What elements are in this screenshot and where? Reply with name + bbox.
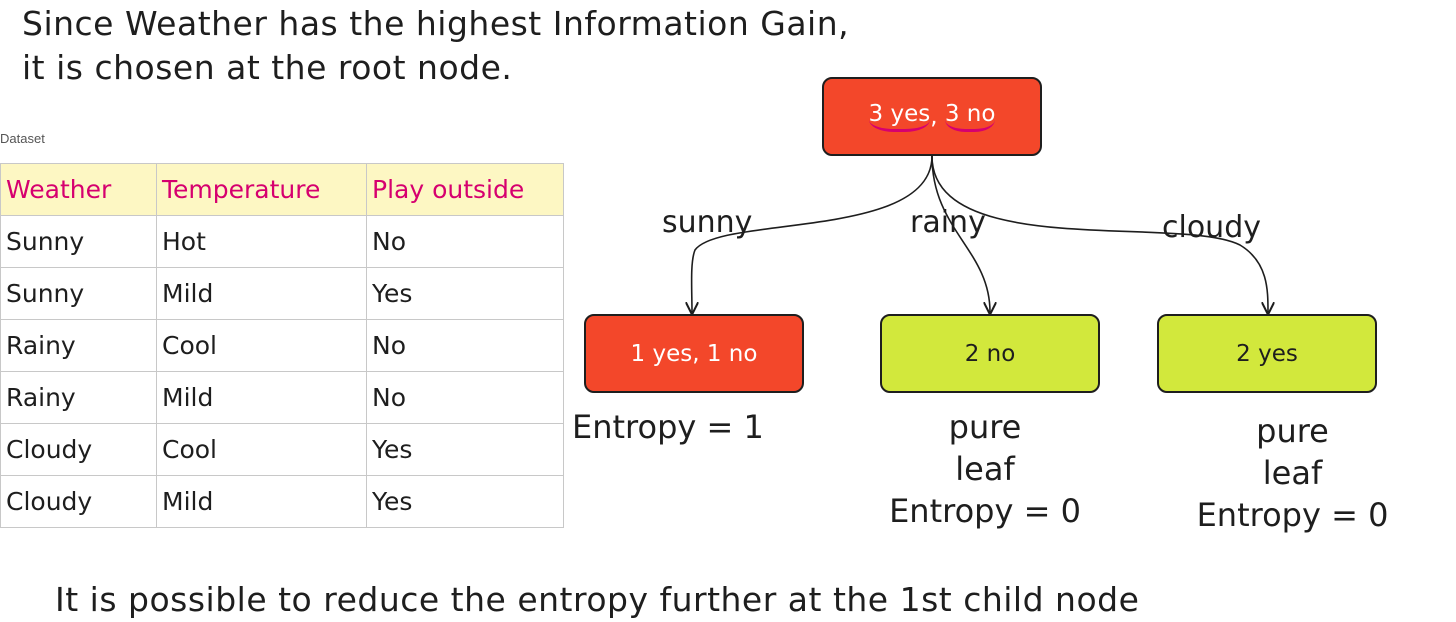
table-header-row: Weather Temperature Play outside xyxy=(0,163,564,216)
cell-play-outside: No xyxy=(366,215,564,268)
cell-weather: Cloudy xyxy=(0,475,157,528)
intro-line-1: Since Weather has the highest Informatio… xyxy=(22,4,850,43)
edge-cloudy xyxy=(931,155,1268,312)
edge-label-rainy: rainy xyxy=(910,205,986,240)
cell-weather: Sunny xyxy=(0,215,157,268)
cell-weather: Rainy xyxy=(0,319,157,372)
table-row: Sunny Hot No xyxy=(0,215,564,268)
cell-play-outside: No xyxy=(366,319,564,372)
right-entropy-text: Entropy = 0 xyxy=(1196,496,1389,534)
note-middle: pure leaf Entropy = 0 xyxy=(875,406,1095,532)
cell-temperature: Mild xyxy=(156,475,367,528)
cell-weather: Cloudy xyxy=(0,423,157,476)
child-node-sunny: 1 yes, 1 no xyxy=(584,314,804,393)
middle-entropy-text: Entropy = 0 xyxy=(889,492,1081,530)
child-node-cloudy: 2 yes xyxy=(1157,314,1377,393)
child-cloudy-label: 2 yes xyxy=(1236,340,1298,367)
cell-temperature: Mild xyxy=(156,371,367,424)
entropy-left: Entropy = 1 xyxy=(572,408,764,446)
intro-text: Since Weather has the highest Informatio… xyxy=(22,2,849,90)
dataset-table: Weather Temperature Play outside Sunny H… xyxy=(0,163,564,528)
child-node-rainy: 2 no xyxy=(880,314,1100,393)
right-leaf-text: leaf xyxy=(1262,454,1323,492)
dataset-label: Dataset xyxy=(0,131,45,146)
middle-leaf-text: leaf xyxy=(955,450,1015,488)
cell-play-outside: No xyxy=(366,371,564,424)
root-node: 3 yes, 3 no xyxy=(822,77,1042,156)
cell-temperature: Hot xyxy=(156,215,367,268)
table-row: Cloudy Cool Yes xyxy=(0,423,564,476)
cell-weather: Sunny xyxy=(0,267,157,320)
root-separator: , xyxy=(930,103,938,130)
footer-text: It is possible to reduce the entropy fur… xyxy=(55,580,1140,619)
cell-play-outside: Yes xyxy=(366,475,564,528)
root-no-count: 3 no xyxy=(944,101,996,132)
edge-sunny xyxy=(692,155,933,312)
edge-label-sunny: sunny xyxy=(662,205,753,240)
note-right: pure leaf Entropy = 0 xyxy=(1180,410,1405,536)
table-row: Rainy Mild No xyxy=(0,371,564,424)
child-sunny-label: 1 yes, 1 no xyxy=(630,340,758,367)
table-row: Sunny Mild Yes xyxy=(0,267,564,320)
cell-play-outside: Yes xyxy=(366,267,564,320)
cell-temperature: Cool xyxy=(156,423,367,476)
table-row: Cloudy Mild Yes xyxy=(0,475,564,528)
intro-line-2: it is chosen at the root node. xyxy=(22,48,513,87)
child-rainy-label: 2 no xyxy=(964,340,1016,367)
middle-pure-text: pure xyxy=(948,408,1022,446)
header-play-outside: Play outside xyxy=(366,163,564,216)
edge-rainy xyxy=(931,155,990,312)
root-yes-count: 3 yes xyxy=(868,101,931,132)
edge-label-cloudy: cloudy xyxy=(1162,210,1261,245)
cell-play-outside: Yes xyxy=(366,423,564,476)
right-pure-text: pure xyxy=(1256,412,1329,450)
table-row: Rainy Cool No xyxy=(0,319,564,372)
cell-weather: Rainy xyxy=(0,371,157,424)
cell-temperature: Cool xyxy=(156,319,367,372)
